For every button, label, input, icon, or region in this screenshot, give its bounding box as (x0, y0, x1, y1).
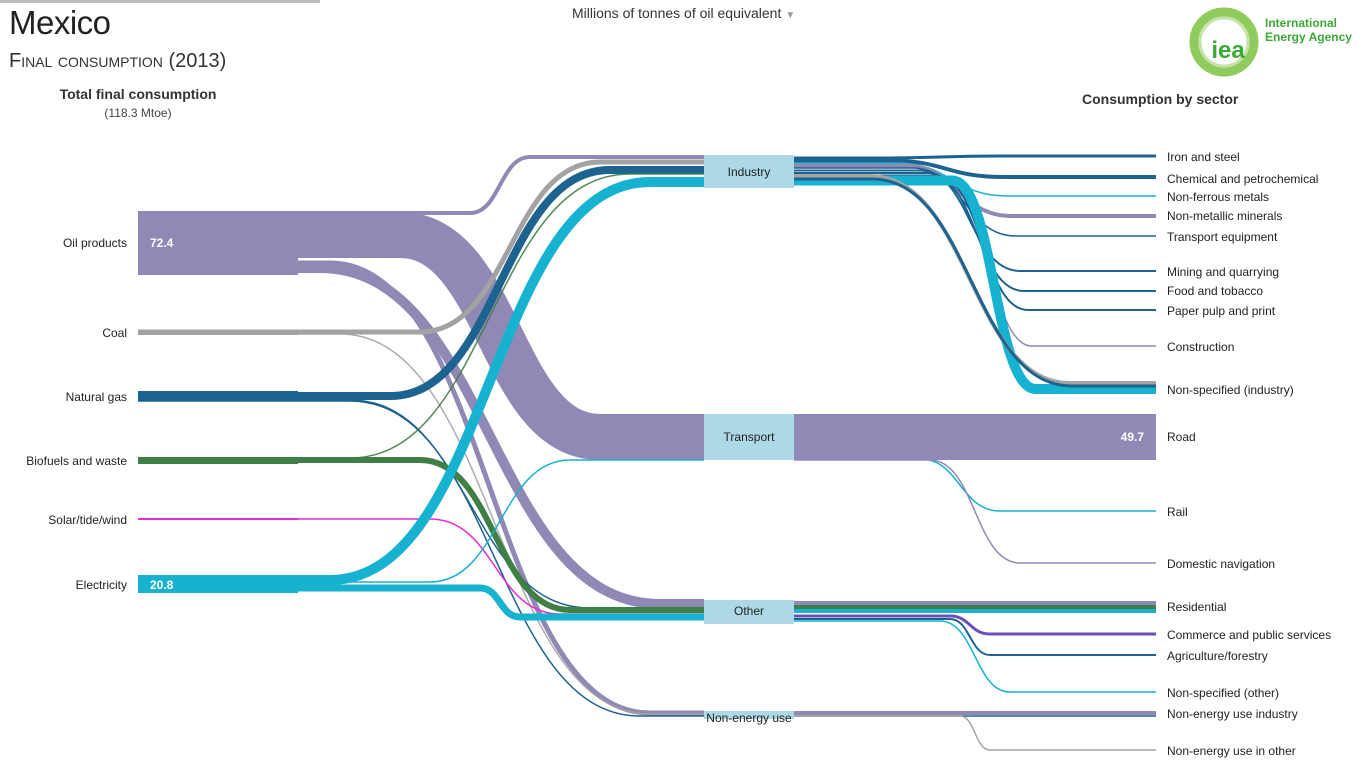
iea-logo-line2: Energy Agency (1265, 30, 1352, 44)
iea-logo-wordmark: International Energy Agency (1265, 16, 1352, 44)
flow-other-commerce[interactable] (794, 614, 1156, 636)
flow-gas-nonenergy[interactable] (138, 400, 704, 717)
sector-label: Mining and quarrying (1167, 265, 1279, 279)
source-value-oil: 72.4 (150, 236, 174, 250)
node-natural-gas[interactable] (138, 391, 298, 401)
iea-logo[interactable]: iea (1188, 6, 1348, 78)
sankey-nodes (138, 155, 1156, 719)
flow-other-nonspec[interactable] (794, 620, 1156, 693)
hub-label-nonenergy: Non-energy use (706, 711, 792, 725)
flow-elec-transport[interactable] (138, 459, 704, 583)
flow-industry-sector-1[interactable] (794, 158, 1156, 179)
flow-transport-rail[interactable] (794, 458, 1156, 512)
sector-heading: Consumption by sector (1082, 91, 1239, 107)
flow-transport-nav[interactable] (794, 459, 1156, 564)
sector-label: Non-metallic minerals (1167, 209, 1282, 223)
iea-logo-mark: iea (1211, 37, 1245, 64)
hub-other[interactable] (704, 600, 794, 624)
sector-label: Commerce and public services (1167, 628, 1331, 642)
flow-gas-industry[interactable] (138, 166, 704, 400)
sector-label: Agriculture/forestry (1167, 649, 1268, 663)
node-biofuels[interactable] (138, 457, 298, 464)
total-consumption-label: Total final consumption (59, 86, 217, 102)
sector-label: Chemical and petrochemical (1167, 172, 1318, 186)
flow-industry-sector-4[interactable] (794, 167, 1156, 237)
flow-coal-nonenergy[interactable] (138, 333, 704, 715)
sector-label: Paper pulp and print (1167, 304, 1276, 318)
node-coal[interactable] (138, 330, 298, 335)
total-consumption-value: (118.3 Mtoe) (104, 106, 172, 120)
sector-label: Non-energy use in other (1167, 744, 1296, 758)
sankey-flows (138, 154, 1156, 751)
hub-label-transport: Transport (724, 430, 776, 444)
source-label-gas: Natural gas (66, 390, 127, 404)
top-divider (0, 0, 320, 3)
sector-label: Residential (1167, 600, 1226, 614)
source-label-oil: Oil products (63, 236, 127, 250)
sector-label: Non-energy use industry (1167, 707, 1298, 721)
sector-label: Non-specified (industry) (1167, 383, 1294, 397)
sector-label: Construction (1167, 340, 1234, 354)
unit-selector-label: Millions of tonnes of oil equivalent (572, 5, 782, 21)
flow-elec-other[interactable] (138, 584, 704, 621)
source-value-elec: 20.8 (150, 578, 174, 592)
sector-label: Non-specified (other) (1167, 686, 1279, 700)
flow-gas-other[interactable] (138, 399, 704, 609)
source-label-solar: Solar/tide/wind (48, 513, 127, 527)
flow-industry-sector-9[interactable] (794, 175, 1156, 394)
sector-label: Non-ferrous metals (1167, 190, 1269, 204)
flow-industry-sector-0[interactable] (794, 154, 1156, 160)
flow-oil-transport[interactable] (138, 212, 704, 460)
sector-label: Domestic navigation (1167, 557, 1275, 571)
sector-label: Rail (1167, 505, 1188, 519)
hub-nonenergy[interactable] (704, 711, 794, 719)
hub-industry[interactable] (704, 155, 794, 188)
flow-elec-industry[interactable] (138, 177, 704, 585)
flow-solar-other[interactable] (138, 518, 704, 615)
node-road[interactable] (794, 414, 1156, 460)
source-label-elec: Electricity (76, 578, 127, 592)
hub-transport[interactable] (704, 414, 794, 460)
flow-oil-other[interactable] (138, 263, 704, 609)
chart-subtitle: Final consumption (2013) (9, 50, 227, 72)
source-label-bio: Biofuels and waste (26, 454, 127, 468)
flow-nonenergy-other[interactable] (794, 715, 1156, 751)
flow-oil-industry[interactable] (138, 155, 704, 215)
node-oil-products[interactable] (138, 211, 298, 275)
flow-industry-nonspec-gas[interactable] (794, 177, 1156, 388)
sector-label: Iron and steel (1167, 150, 1240, 164)
flow-coal-industry[interactable] (138, 159, 704, 335)
sector-label: Transport equipment (1167, 230, 1278, 244)
hub-label-industry: Industry (728, 165, 771, 179)
flow-bio-other[interactable] (138, 457, 704, 613)
flow-oil-nonenergy[interactable] (138, 260, 704, 716)
sector-label: Road (1167, 430, 1196, 444)
iea-logo-line1: International (1265, 16, 1338, 30)
flow-bio-industry[interactable] (138, 173, 704, 459)
flow-other-agri[interactable] (794, 618, 1156, 656)
node-electricity[interactable] (138, 575, 298, 593)
node-solar[interactable] (138, 518, 298, 520)
hub-label-other: Other (734, 604, 764, 618)
sector-value-road: 49.7 (1121, 430, 1145, 444)
sector-label: Food and tobacco (1167, 284, 1263, 298)
chevron-down-icon: ▼ (785, 10, 796, 21)
country-title: Mexico (9, 4, 111, 41)
flow-industry-sector-3[interactable] (794, 163, 1156, 218)
unit-selector[interactable]: Millions of tonnes of oil equivalent▼ (572, 5, 795, 21)
source-label-coal: Coal (102, 326, 127, 340)
